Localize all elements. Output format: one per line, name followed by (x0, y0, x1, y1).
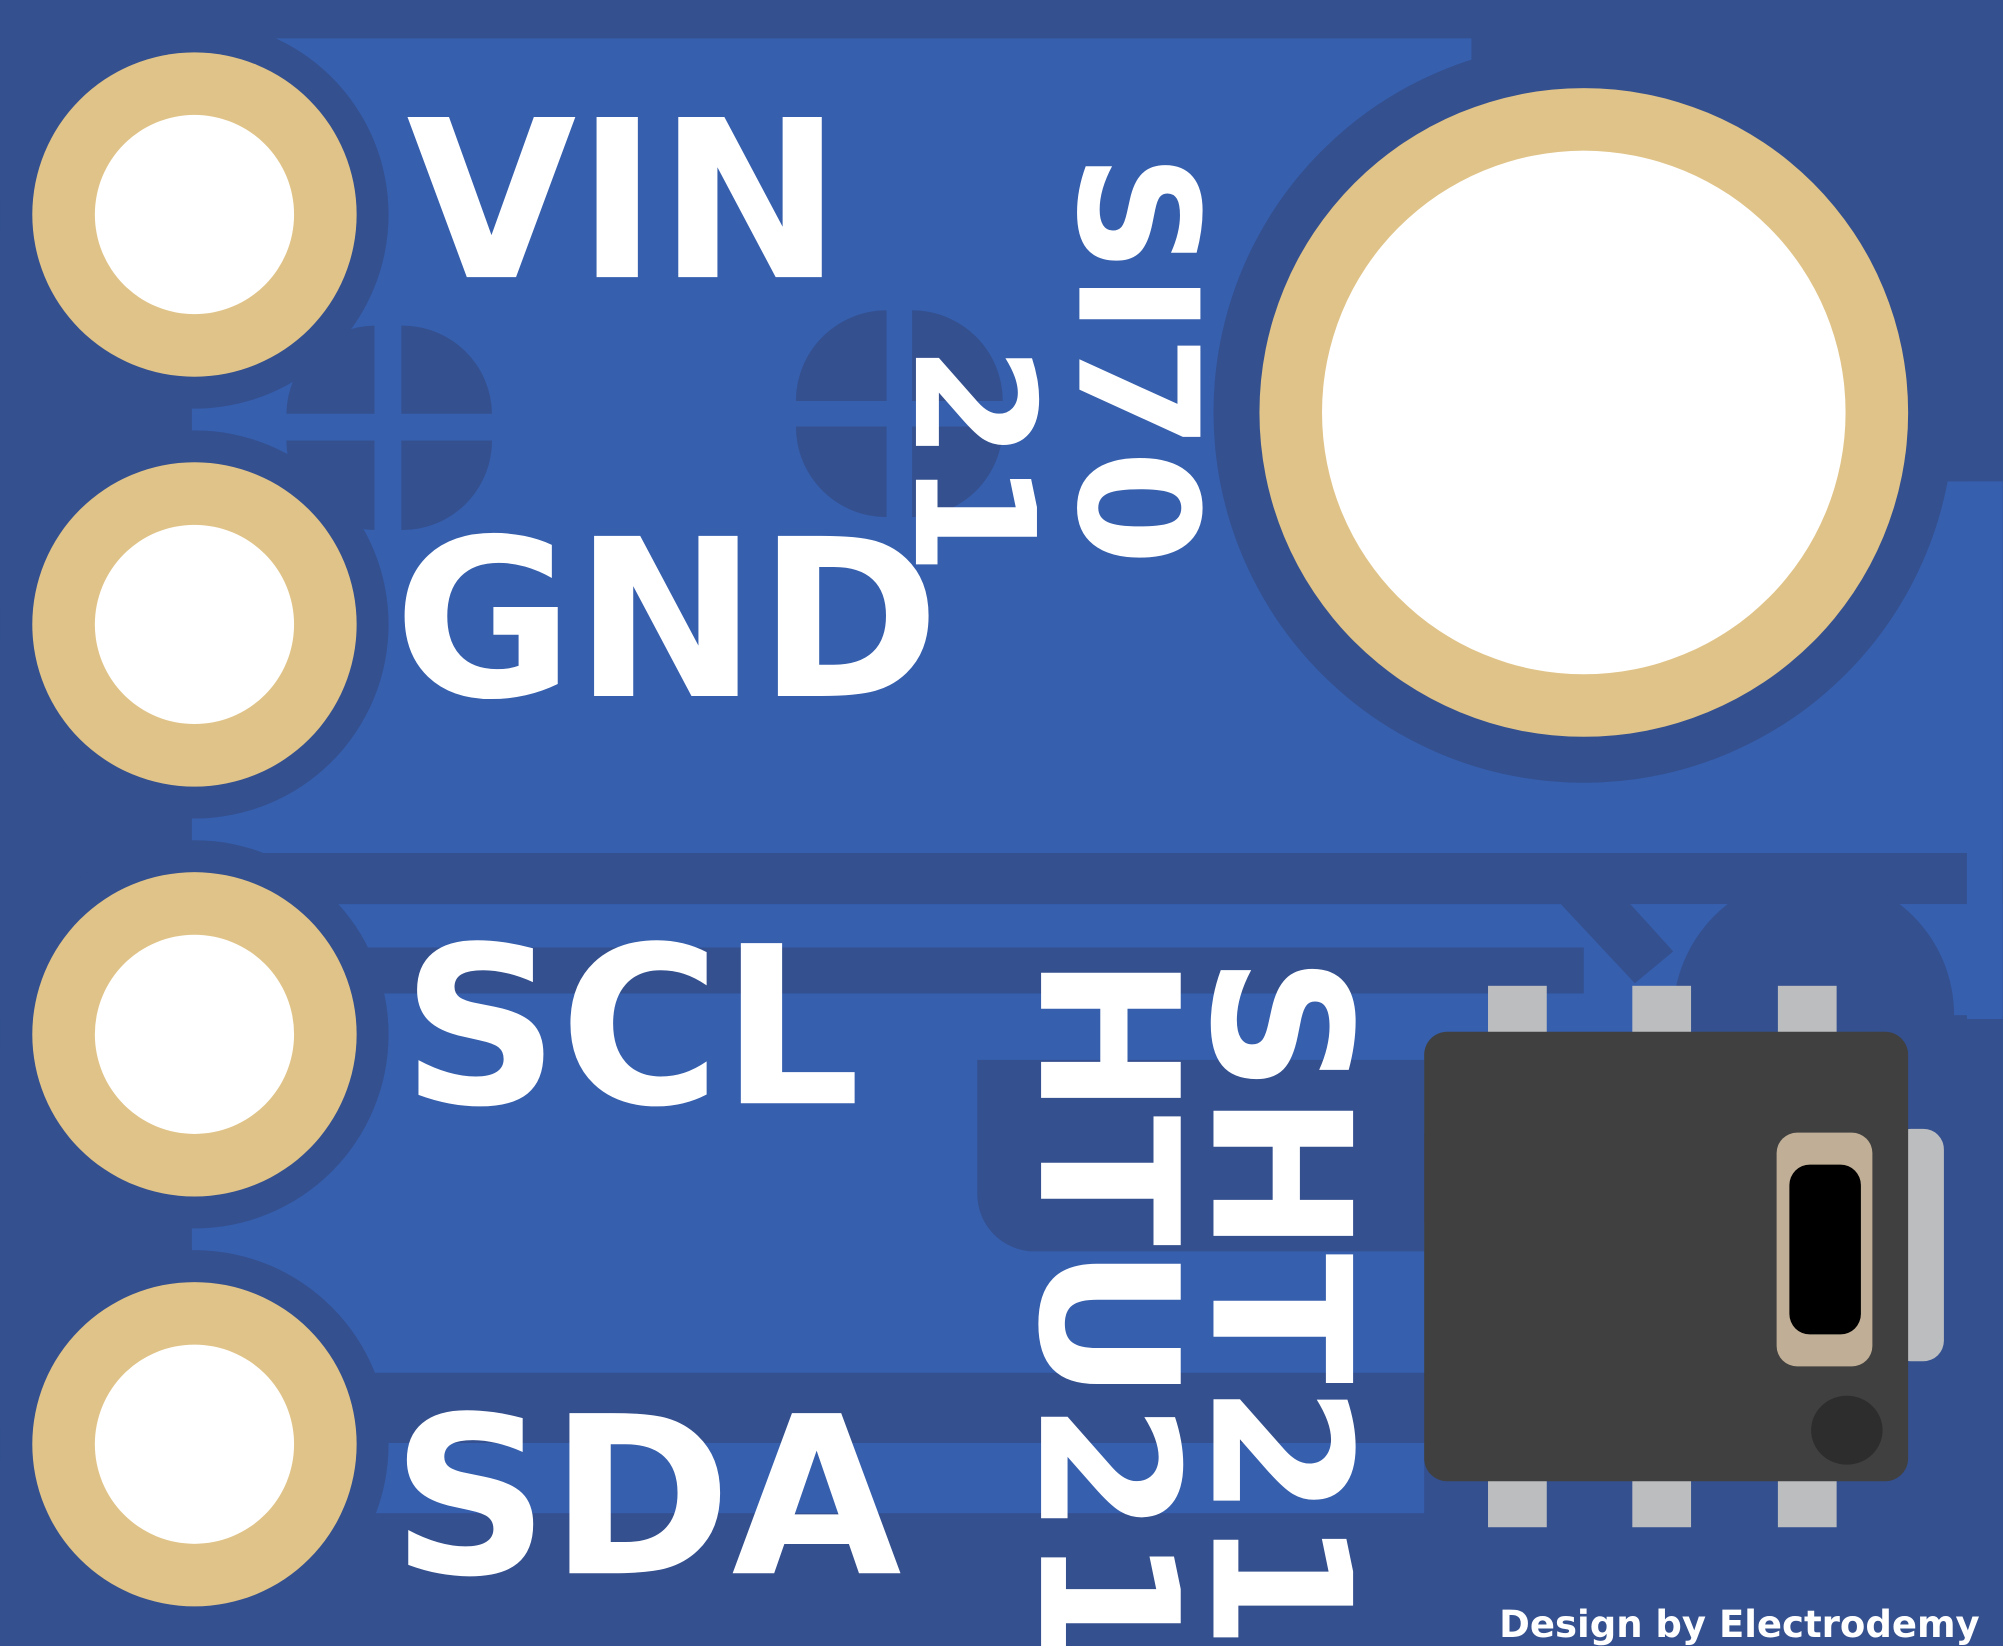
pin-label-scl: SCL (401, 899, 860, 1155)
silk-21: 21 (876, 345, 1069, 576)
pin-label-vin: VIN (406, 73, 842, 329)
pin-label-sda: SDA (391, 1369, 901, 1625)
chip-pins (1488, 985, 1944, 1528)
silk-si70: SI70 (1039, 153, 1232, 565)
pad-vin[interactable] (0, 20, 389, 409)
pin1-dot (1811, 1395, 1883, 1465)
silk-htu21: HTU21 (995, 955, 1218, 1646)
fiducial-left (286, 325, 492, 530)
pad-sda[interactable] (0, 1250, 389, 1639)
pin-label-gnd: GND (394, 492, 940, 748)
mounting-hole (1259, 88, 1909, 737)
silk-sht21: SHT21 (1167, 955, 1390, 1646)
fiducial-right (795, 310, 1003, 518)
credit-text: Design by Electrodemy (1499, 1603, 1980, 1646)
pad-gnd[interactable] (0, 430, 389, 819)
sensor-chip (1424, 985, 1944, 1528)
pad-scl[interactable] (0, 840, 389, 1229)
pin-pads (0, 20, 389, 1639)
